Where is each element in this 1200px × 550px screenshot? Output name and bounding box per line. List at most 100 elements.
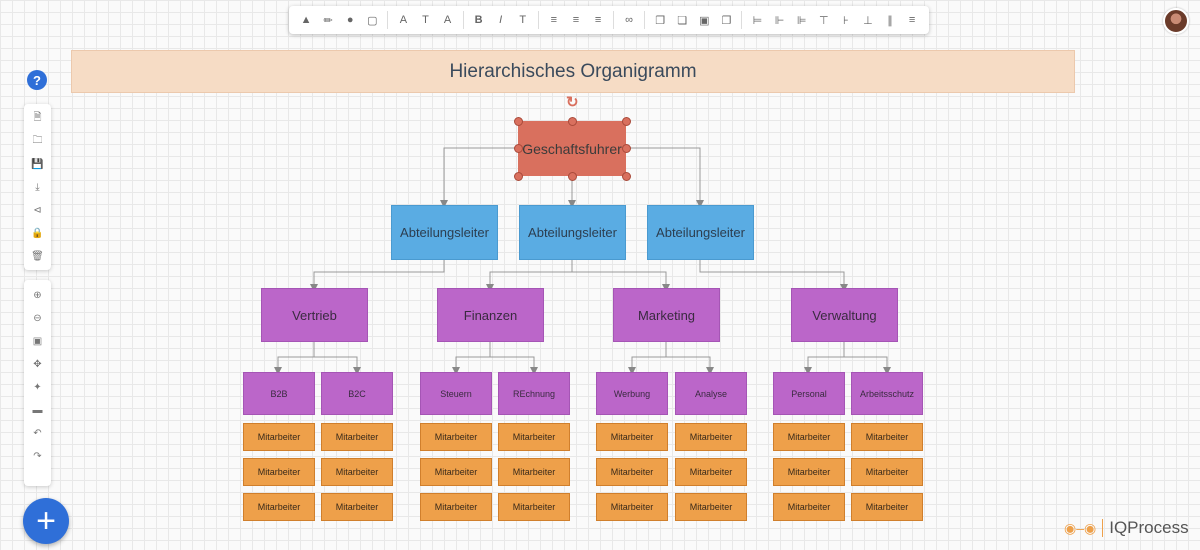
node-sub-rechnung[interactable]: REchnung (498, 372, 570, 415)
node-employee[interactable]: Mitarbeiter (596, 493, 668, 521)
magic-icon[interactable]: ✦ (33, 382, 42, 393)
node-employee[interactable]: Mitarbeiter (498, 458, 570, 486)
node-sub-b2b[interactable]: B2B (243, 372, 315, 415)
node-label: REchnung (512, 388, 556, 399)
italic-icon[interactable]: I (499, 14, 503, 26)
node-employee[interactable]: Mitarbeiter (243, 423, 315, 451)
resize-handle[interactable] (622, 117, 631, 126)
save-icon[interactable]: 💾 (31, 159, 44, 170)
resize-handle[interactable] (568, 172, 577, 181)
node-sub-personal[interactable]: Personal (773, 372, 845, 415)
node-lead-3[interactable]: Abteilungsleiter (647, 205, 754, 260)
node-employee[interactable]: Mitarbeiter (321, 423, 393, 451)
obj-align-bottom-icon[interactable]: ⊥ (863, 14, 873, 27)
connector-line (310, 260, 445, 292)
diagram-title-banner[interactable]: Hierarchisches Organigramm (71, 50, 1075, 93)
open-folder-icon[interactable]: 🗀 (32, 135, 43, 146)
node-employee[interactable]: Mitarbeiter (675, 493, 747, 521)
align-center-icon[interactable]: ≡ (572, 14, 580, 26)
node-employee[interactable]: Mitarbeiter (420, 423, 492, 451)
ruler-icon[interactable]: ▬ (32, 405, 43, 416)
obj-align-left-icon[interactable]: ⊨ (752, 14, 763, 27)
node-dept-marketing[interactable]: Marketing (613, 288, 720, 342)
zoom-in-icon[interactable]: ⊕ (33, 290, 42, 301)
node-sub-analyse[interactable]: Analyse (675, 372, 747, 415)
obj-align-right-icon[interactable]: ⊫ (796, 14, 807, 27)
lock-icon[interactable]: 🔒 (31, 228, 44, 239)
border-icon[interactable]: ▢ (367, 14, 378, 27)
node-sub-b2c[interactable]: B2C (321, 372, 393, 415)
add-shape-button[interactable]: + (23, 498, 69, 544)
node-employee[interactable]: Mitarbeiter (321, 493, 393, 521)
align-left-icon[interactable]: ≡ (550, 14, 558, 26)
node-employee[interactable]: Mitarbeiter (420, 493, 492, 521)
node-label: Verwaltung (812, 307, 877, 323)
resize-handle[interactable] (622, 172, 631, 181)
node-employee[interactable]: Mitarbeiter (675, 423, 747, 451)
trash-icon[interactable]: 🗑 (31, 251, 44, 262)
node-employee[interactable]: Mitarbeiter (851, 423, 923, 451)
node-employee[interactable]: Mitarbeiter (773, 493, 845, 521)
node-label: Mitarbeiter (787, 467, 831, 477)
user-avatar[interactable] (1163, 8, 1189, 34)
node-dept-finanzen[interactable]: Finanzen (437, 288, 544, 342)
node-employee[interactable]: Mitarbeiter (243, 458, 315, 486)
node-lead-1[interactable]: Abteilungsleiter (391, 205, 498, 260)
resize-handle[interactable] (514, 144, 523, 153)
bring-front-icon[interactable]: ❐ (655, 14, 666, 27)
text-color-icon[interactable]: A (443, 14, 452, 26)
node-employee[interactable]: Mitarbeiter (596, 458, 668, 486)
zoom-out-icon[interactable]: ⊖ (33, 313, 42, 324)
rotate-handle-icon[interactable]: ↻ (566, 94, 579, 111)
resize-handle[interactable] (514, 172, 523, 181)
clear-format-icon[interactable]: T (519, 14, 527, 26)
distribute-h-icon[interactable]: ∥ (887, 14, 893, 27)
bold-icon[interactable]: B (474, 14, 483, 26)
download-icon[interactable]: ⤓ (35, 182, 40, 193)
resize-handle[interactable] (568, 117, 577, 126)
share-icon[interactable]: ⊲ (33, 205, 42, 216)
align-right-icon[interactable]: ≡ (594, 14, 602, 26)
node-employee[interactable]: Mitarbeiter (596, 423, 668, 451)
new-file-icon[interactable]: 🗎 (33, 112, 42, 123)
fill-color-icon[interactable]: ▲ (300, 14, 312, 26)
node-sub-werbung[interactable]: Werbung (596, 372, 668, 415)
node-sub-arbeitsschutz[interactable]: Arbeitsschutz (851, 372, 923, 415)
obj-align-top-icon[interactable]: ⊤ (818, 14, 829, 27)
node-employee[interactable]: Mitarbeiter (851, 493, 923, 521)
node-employee[interactable]: Mitarbeiter (321, 458, 393, 486)
font-color-icon[interactable]: A (399, 14, 408, 26)
pan-icon[interactable]: ✥ (33, 359, 42, 370)
send-back-icon[interactable]: ❏ (677, 14, 688, 27)
node-employee[interactable]: Mitarbeiter (420, 458, 492, 486)
distribute-v-icon[interactable]: ≡ (908, 14, 916, 26)
undo-icon[interactable]: ↶ (33, 428, 42, 439)
obj-align-center-icon[interactable]: ⊩ (774, 14, 785, 27)
help-button[interactable]: ? (27, 70, 47, 90)
node-sub-steuern[interactable]: Steuern (420, 372, 492, 415)
node-employee[interactable]: Mitarbeiter (498, 493, 570, 521)
node-dept-verwaltung[interactable]: Verwaltung (791, 288, 898, 342)
node-lead-2[interactable]: Abteilungsleiter (519, 205, 626, 260)
minimap-icon[interactable]: ▣ (32, 336, 43, 347)
link-icon[interactable]: ∞ (625, 14, 633, 26)
node-employee[interactable]: Mitarbeiter (498, 423, 570, 451)
obj-align-middle-icon[interactable]: ⊦ (842, 14, 849, 27)
node-employee[interactable]: Mitarbeiter (773, 458, 845, 486)
node-employee[interactable]: Mitarbeiter (773, 423, 845, 451)
resize-handle[interactable] (514, 117, 523, 126)
redo-icon[interactable]: ↷ (33, 451, 42, 462)
opacity-icon[interactable]: ● (346, 14, 354, 26)
node-employee[interactable]: Mitarbeiter (675, 458, 747, 486)
line-color-icon[interactable]: ✏ (323, 14, 333, 27)
node-employee[interactable]: Mitarbeiter (243, 493, 315, 521)
node-label: Mitarbeiter (689, 467, 733, 477)
node-dept-vertrieb[interactable]: Vertrieb (261, 288, 368, 342)
duplicate-icon[interactable]: ❐ (721, 14, 732, 27)
font-size-icon[interactable]: T (422, 14, 429, 26)
group-icon[interactable]: ▣ (699, 14, 710, 27)
node-ceo[interactable]: Geschaftsfuhrer (518, 121, 626, 176)
node-employee[interactable]: Mitarbeiter (851, 458, 923, 486)
node-label: Mitarbeiter (335, 432, 379, 442)
resize-handle[interactable] (622, 144, 631, 153)
